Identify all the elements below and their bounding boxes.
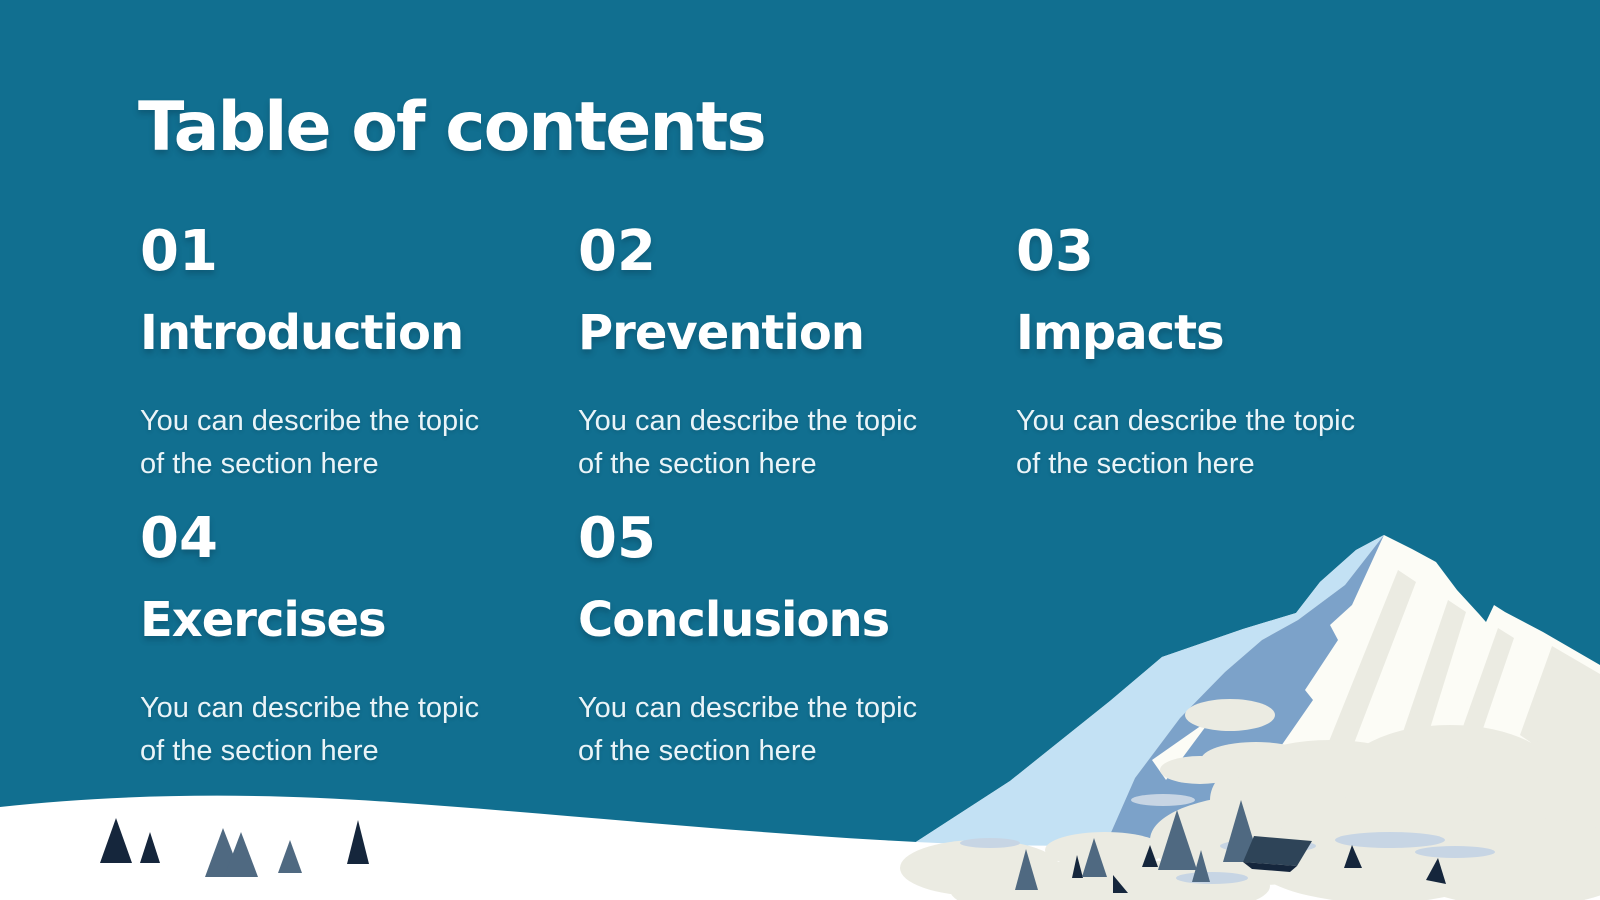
section-description: You can describe the topic of the sectio… (578, 691, 918, 767)
mountain-streak (1520, 646, 1600, 790)
toc-item-02: 02 Prevention You can describe the topic… (578, 224, 1016, 511)
snow-swirls (960, 794, 1495, 884)
section-number: 04 (140, 506, 218, 571)
section-heading: Conclusions (578, 592, 890, 648)
section-heading: Prevention (578, 305, 865, 361)
toc-item-01: 01 Introduction You can describe the top… (140, 224, 578, 511)
section-heading: Impacts (1016, 305, 1225, 361)
section-number: 05 (578, 506, 656, 571)
section-heading: Introduction (140, 305, 464, 361)
section-heading: Exercises (140, 592, 387, 648)
section-description: You can describe the topic of the sectio… (578, 404, 918, 480)
mountain-streak (1444, 628, 1514, 790)
section-number: 02 (578, 219, 656, 284)
section-description: You can describe the topic of the sectio… (140, 404, 480, 480)
toc-grid: 01 Introduction You can describe the top… (140, 224, 1454, 798)
section-description: You can describe the topic of the sectio… (1016, 404, 1356, 480)
snow-ground (0, 795, 1600, 900)
toc-item-03: 03 Impacts You can describe the topic of… (1016, 224, 1454, 511)
section-number: 03 (1016, 219, 1094, 284)
section-number: 01 (140, 219, 218, 284)
toc-item-04: 04 Exercises You can describe the topic … (140, 511, 578, 798)
section-description: You can describe the topic of the sectio… (140, 691, 480, 767)
toc-item-05: 05 Conclusions You can describe the topi… (578, 511, 1016, 798)
pine-trees-left (100, 818, 369, 877)
rock (1243, 836, 1312, 872)
pine-trees-right (1015, 800, 1446, 893)
page-title: Table of contents (138, 88, 767, 167)
